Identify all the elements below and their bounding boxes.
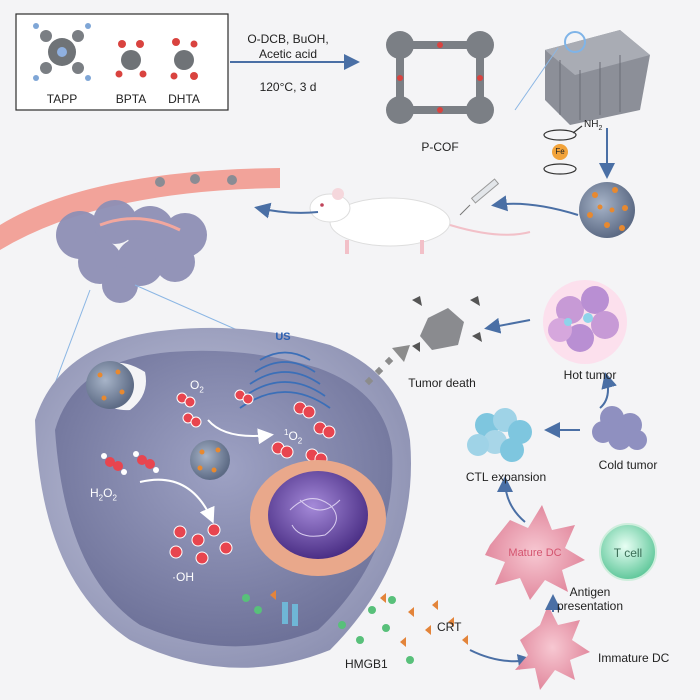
hot-tumor-label: Hot tumor	[563, 368, 617, 382]
pcof-crystal-icon	[545, 30, 650, 125]
nucleus-icon	[250, 460, 386, 576]
pcof-structure-icon	[386, 31, 494, 124]
release-arrow	[469, 649, 534, 670]
hot-tumor-icon	[543, 280, 627, 364]
death-arrow-icon	[364, 345, 410, 386]
immature-dc-icon	[515, 605, 590, 690]
hmgb1-label: HMGB1	[345, 657, 388, 671]
condition-temperature: 120°C, 3 d	[259, 80, 317, 94]
o2-label: O2	[190, 378, 204, 395]
tapp-label: TAPP	[46, 92, 78, 106]
nanoparticle-icon	[579, 182, 635, 238]
tapp-molecule-icon	[33, 23, 91, 81]
mouse-icon	[309, 188, 531, 254]
oxygen-molecule-icon	[176, 389, 254, 428]
h2o2-conversion-arrow	[139, 478, 215, 524]
immature-dc-label: Immature DC	[598, 651, 670, 665]
dc-to-ctl-arrow	[497, 476, 526, 523]
dhta-molecule-icon	[170, 38, 198, 80]
t-cell-label: T cell	[613, 546, 643, 560]
mature-dc-label: Mature DC	[508, 547, 562, 559]
cold-to-hot-arrow	[599, 372, 617, 409]
pcof-label: P-COF	[421, 140, 459, 154]
synthesis-conditions: O-DCB, BuOH, Acetic acid 120°C, 3 d	[238, 32, 338, 95]
ferrocene-icon	[543, 125, 583, 175]
tumor-death-label: Tumor death	[408, 376, 476, 390]
bpta-molecule-icon	[115, 40, 147, 78]
hot-to-death-arrow	[484, 317, 531, 334]
singlet-oxygen-icon	[271, 401, 336, 466]
hydroxyl-radical-icon	[169, 523, 233, 565]
mature-dc-icon	[485, 505, 585, 600]
syringe-icon	[459, 178, 500, 216]
inject-arrow	[491, 195, 579, 216]
presentation-label: presentation	[556, 599, 624, 613]
cell-nanoparticle-icon	[86, 361, 230, 480]
membrane-receptor-icon	[282, 602, 298, 626]
ctl-expansion-icon	[467, 408, 532, 462]
singlet-oxygen-label: 1O2	[284, 428, 303, 446]
t-cell-icon	[599, 523, 657, 581]
condition-acid: Acetic acid	[258, 47, 318, 61]
bpta-label: BPTA	[115, 92, 147, 106]
ferrocene-amine-label: NH2	[584, 119, 603, 132]
ultrasound-waves-icon	[239, 351, 331, 409]
tumor-death-icon	[412, 296, 482, 352]
hmgb1-particles-icon	[242, 594, 414, 664]
h2o2-molecule-icon	[101, 451, 159, 475]
ultrasound-label: US	[275, 331, 291, 343]
dhta-label: DHTA	[168, 92, 200, 106]
accumulate-arrow	[254, 202, 319, 219]
antigen-label: Antigen	[569, 585, 611, 599]
ferrocene-iron-label: Fe	[555, 147, 565, 156]
condition-solvent: O-DCB, BuOH,	[247, 32, 329, 46]
crt-label: CRT	[437, 620, 462, 634]
blood-vessel-icon	[0, 168, 280, 250]
cold-tumor-icon	[592, 406, 647, 450]
h2o2-label: H2O2	[90, 486, 117, 503]
crt-particles-icon	[270, 590, 468, 647]
tumor-mass-icon	[56, 200, 207, 303]
hydroxyl-label: ·OH	[172, 570, 194, 584]
ctl-expansion-label: CTL expansion	[465, 470, 547, 484]
cold-tumor-label: Cold tumor	[598, 458, 658, 472]
o2-conversion-arrow	[207, 419, 274, 445]
